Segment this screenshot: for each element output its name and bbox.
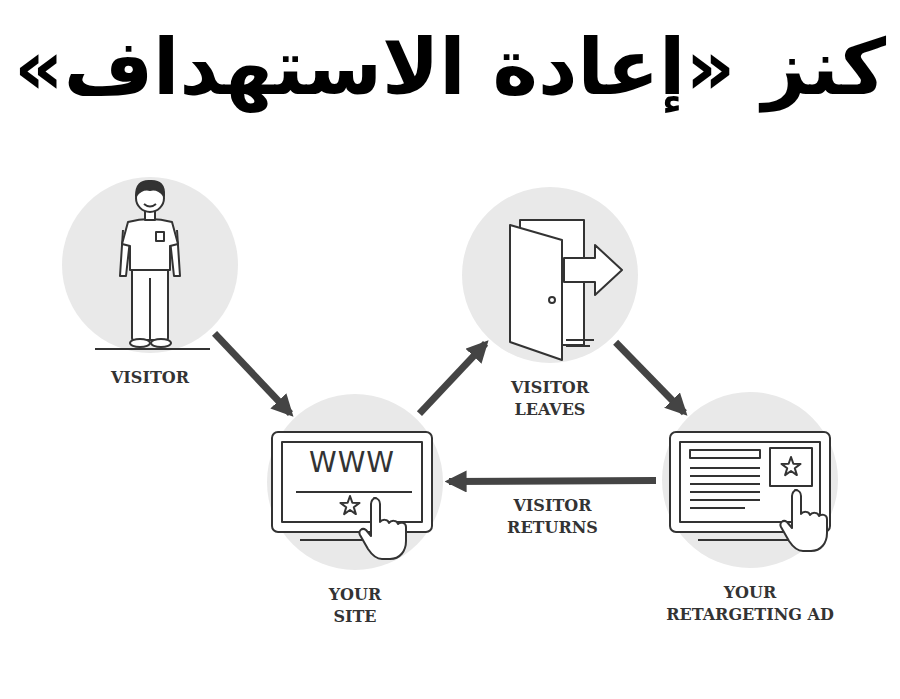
stage-circle [62,177,238,353]
stage-node: VISITOR [20,177,280,389]
title: كنز «إعادة الاستهداف» [0,22,900,114]
stage-circle [267,394,443,570]
screen-text: WWW [309,446,395,479]
flow-arrow [419,343,485,413]
stage-label: VISITOR LEAVES [495,377,605,420]
stage-node: YOUR SITE [225,394,485,627]
circle-outline [267,394,443,570]
stage-node: YOUR RETARGETING AD [620,392,880,625]
circle-outline [462,187,638,363]
circle-outline [662,392,838,568]
circle-outline [62,177,238,353]
flow-arrow [449,480,656,481]
stage-circle [462,187,638,363]
flow-arrow [616,342,685,412]
stage-label: YOUR SITE [315,584,395,627]
stage-label: YOUR RETARGETING AD [660,582,840,625]
stage-node: VISITOR LEAVES [420,187,680,420]
stage-circle [662,392,838,568]
stage-label: VISITOR [50,367,250,389]
edge-label: VISITOR RETURNS [484,495,622,538]
flow-arrow [215,333,291,413]
